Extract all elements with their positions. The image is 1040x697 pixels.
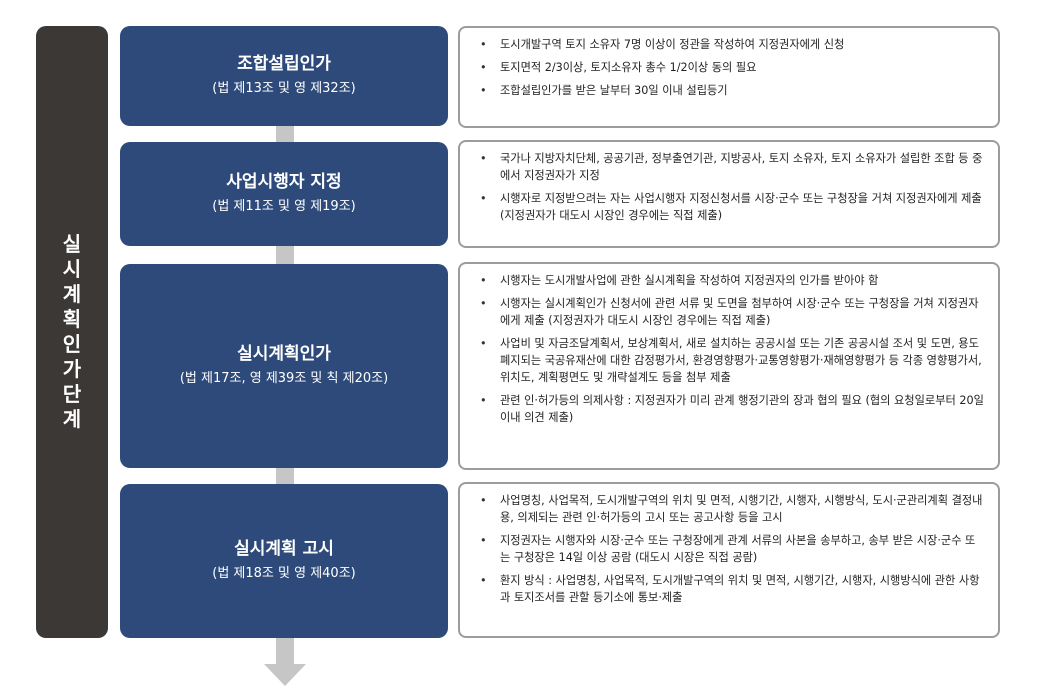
detail-list: 시행자는 도시개발사업에 관한 실시계획을 작성하여 지정권자의 인가를 받아야… [478, 272, 984, 426]
stage-detail-box-4: 사업명칭, 사업목적, 도시개발구역의 위치 및 면적, 시행기간, 시행자, … [458, 482, 1000, 638]
detail-item: 사업명칭, 사업목적, 도시개발구역의 위치 및 면적, 시행기간, 시행자, … [478, 492, 984, 526]
stage-phase-label: 실시계획인가단계 [62, 232, 82, 431]
stage-title: 사업시행자 지정 [226, 172, 342, 192]
detail-list: 사업명칭, 사업목적, 도시개발구역의 위치 및 면적, 시행기간, 시행자, … [478, 492, 984, 606]
detail-item: 시행자는 도시개발사업에 관한 실시계획을 작성하여 지정권자의 인가를 받아야… [478, 272, 984, 289]
stage-title: 실시계획 고시 [234, 539, 334, 559]
detail-list: 도시개발구역 토지 소유자 7명 이상이 정관을 작성하여 지정권자에게 신청 … [478, 36, 984, 99]
detail-item: 지정권자는 시행자와 시장·군수 또는 구청장에게 관계 서류의 사본을 송부하… [478, 532, 984, 566]
detail-item: 환지 방식 : 사업명칭, 사업목적, 도시개발구역의 위치 및 면적, 시행기… [478, 572, 984, 606]
detail-item: 관련 인·허가등의 의제사항 : 지정권자가 미리 관계 행정기관의 장과 협의… [478, 392, 984, 426]
down-arrow-icon [264, 664, 306, 686]
stage-law-reference: (법 제13조 및 영 제32조) [212, 81, 356, 96]
detail-item: 조합설립인가를 받은 날부터 30일 이내 설립등기 [478, 82, 984, 99]
detail-item: 국가나 지방자치단체, 공공기관, 정부출연기관, 지방공사, 토지 소유자, … [478, 150, 984, 184]
stage-detail-box-3: 시행자는 도시개발사업에 관한 실시계획을 작성하여 지정권자의 인가를 받아야… [458, 262, 1000, 470]
stage-law-reference: (법 제11조 및 영 제19조) [212, 199, 356, 214]
connector-3 [276, 468, 294, 484]
stage-phase-bar: 실시계획인가단계 [36, 26, 108, 638]
connector-1 [276, 126, 294, 142]
stage-law-reference: (법 제17조, 영 제39조 및 칙 제20조) [179, 371, 389, 386]
detail-item: 사업비 및 자금조달계획서, 보상계획서, 새로 설치하는 공공시설 또는 기존… [478, 335, 984, 386]
stage-box-2: 사업시행자 지정 (법 제11조 및 영 제19조) [120, 142, 448, 246]
stage-detail-box-2: 국가나 지방자치단체, 공공기관, 정부출연기관, 지방공사, 토지 소유자, … [458, 140, 1000, 248]
stage-title: 실시계획인가 [237, 344, 331, 364]
detail-item: 시행자는 실시계획인가 신청서에 관련 서류 및 도면을 첨부하여 시장·군수 … [478, 295, 984, 329]
stage-detail-box-1: 도시개발구역 토지 소유자 7명 이상이 정관을 작성하여 지정권자에게 신청 … [458, 26, 1000, 128]
stage-box-3: 실시계획인가 (법 제17조, 영 제39조 및 칙 제20조) [120, 264, 448, 468]
stage-title: 조합설립인가 [237, 54, 331, 74]
stage-box-4: 실시계획 고시 (법 제18조 및 영 제40조) [120, 484, 448, 638]
down-arrow-shaft [276, 638, 294, 666]
detail-item: 도시개발구역 토지 소유자 7명 이상이 정관을 작성하여 지정권자에게 신청 [478, 36, 984, 53]
stage-box-1: 조합설립인가 (법 제13조 및 영 제32조) [120, 26, 448, 126]
detail-item: 토지면적 2/3이상, 토지소유자 총수 1/2이상 동의 필요 [478, 59, 984, 76]
stage-law-reference: (법 제18조 및 영 제40조) [212, 566, 356, 581]
detail-list: 국가나 지방자치단체, 공공기관, 정부출연기관, 지방공사, 토지 소유자, … [478, 150, 984, 224]
detail-item: 시행자로 지정받으려는 자는 사업시행자 지정신청서를 시장·군수 또는 구청장… [478, 190, 984, 224]
connector-2 [276, 246, 294, 264]
